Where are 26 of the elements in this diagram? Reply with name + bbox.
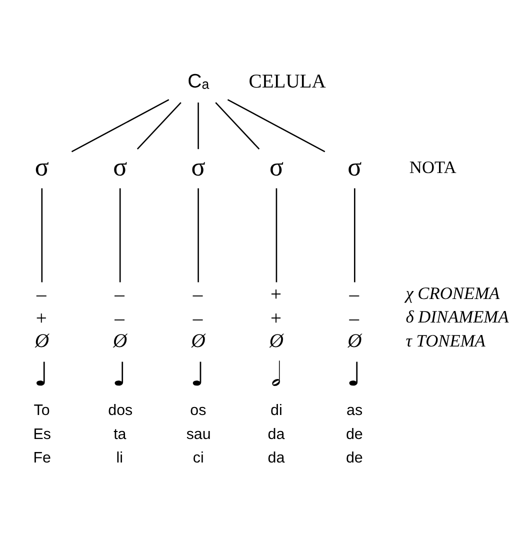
label: χ CRONEMA [406,283,500,302]
node-text: – – Ø ♩ os sau ci [186,284,211,466]
node-text: σ [34,152,49,181]
node-text: σ [348,152,362,181]
connector [215,102,260,150]
connector [227,98,326,152]
node-text: σ [269,152,284,181]
label: NOTA [409,157,456,176]
connector [119,188,121,282]
node-text: – – Ø ♩ as de de [346,284,363,466]
label: δ DINAMEMA [406,307,509,326]
connector [198,102,199,149]
connector [198,188,199,282]
connector [41,188,43,282]
node-text: σ [191,152,206,181]
node-text: σ [113,152,128,181]
node-text: – – Ø ♩ dos ta li [108,284,133,466]
connector [276,188,278,282]
node-text: Cₐ [188,70,209,92]
connector [136,102,182,150]
connector [354,188,356,282]
label: CELULA [248,71,326,92]
node-text: + + Ø 𝅗𝅥 di da da [268,284,285,466]
connector [71,98,170,152]
label: τ TONEMA [406,331,486,350]
node-text: – + Ø ♩ To Es Fe [33,284,51,466]
